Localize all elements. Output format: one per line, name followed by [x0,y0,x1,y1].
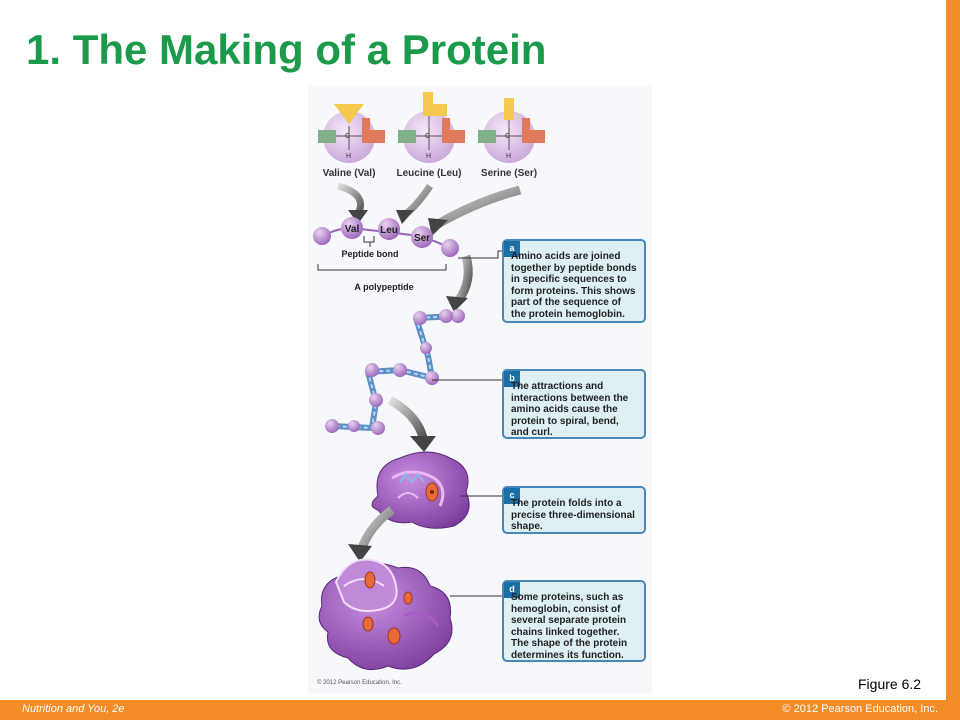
bead-val-label: Val [345,224,360,235]
figure-label: Figure 6.2 [858,676,922,692]
leucine-hydrogen-letter: H [426,153,431,160]
arrow-leucine-head [396,210,414,224]
arrow-to-quaternary-head [348,544,372,562]
quaternary-protein [318,558,453,671]
arrow-to-fold-head [410,436,436,452]
coiled-chain [325,309,465,435]
valine-hydrogen-letter: H [346,153,351,160]
bead-leu [378,218,400,240]
bead-val [341,217,363,239]
callout-a-tag: a [504,241,520,257]
serine-hydrogen-letter: H [506,153,511,160]
arrow-serine-head [428,218,448,236]
callout-b-text: The attractions and interactions between… [511,381,629,438]
polypeptide-label: A polypeptide [354,282,413,292]
serine-carboxyl-group [522,118,545,143]
protein-figure: C H Valine (Val) C H Leucine (Leu) C H [308,86,652,694]
bead-ser-label: Ser [414,233,430,244]
callout-a-text: Amino acids are joined together by pepti… [511,251,637,320]
serine-amino-group [478,130,496,143]
leucine-carboxyl-group [442,118,465,143]
leucine-label: Leucine (Leu) [396,168,461,179]
folded-protein [371,451,470,529]
valine-carboxyl-group [362,118,385,143]
polypeptide-bracket [317,264,447,271]
callout-d-tag: d [504,582,520,598]
arrow-to-fold [387,396,428,440]
arrow-serine [435,185,522,228]
callout-c-text: The protein folds into a precise three-d… [511,498,635,532]
amino-acid-leucine: C H Leucine (Leu) [396,92,465,179]
leucine-side-chain [423,92,447,116]
amino-acid-serine: C H Serine (Ser) [478,98,545,179]
callout-b: b The attractions and interactions betwe… [502,369,646,439]
arrow-leucine [403,184,433,217]
serine-side-chain [504,98,514,120]
leucine-carbon-letter: C [425,133,430,140]
bead-left-end [313,227,331,245]
figure-copyright: © 2012 Pearson Education, Inc. [317,680,402,686]
polypeptide-row: Val Leu Ser Peptide bond A polypeptide [313,217,459,292]
valine-label: Valine (Val) [323,168,376,179]
bead-ser [411,226,433,248]
valine-side-chain [334,104,364,124]
callout-b-tag: b [504,371,520,387]
callout-a: a Amino acids are joined together by pep… [502,239,646,323]
callout-connectors [432,250,502,597]
bead-leu-label: Leu [380,225,398,236]
arrow-valine-head [348,210,368,224]
footer-copyright: © 2012 Pearson Education, Inc. [782,703,938,715]
callout-d: d Some proteins, such as hemoglobin, con… [502,580,646,662]
serine-carbon-letter: C [505,133,510,140]
leucine-amino-group [398,130,416,143]
amino-acid-valine: C H Valine (Val) [318,104,385,179]
callout-c-tag: c [504,488,520,504]
serine-label: Serine (Ser) [481,168,537,179]
valine-amino-group [318,130,336,143]
right-accent-bar [946,0,960,720]
protein-diagram: C H Valine (Val) C H Leucine (Leu) C H [313,92,545,671]
arrow-to-chain [454,254,473,304]
valine-carbon-letter: C [345,133,350,140]
callout-d-text: Some proteins, such as hemoglobin, consi… [511,592,628,661]
bead-right-end [441,239,459,257]
arrow-to-quaternary [357,506,395,550]
arrow-to-chain-head [446,296,468,312]
footer-bar [0,700,960,720]
page-title: 1. The Making of a Protein [26,26,547,73]
footer-book-title: Nutrition and You, 2e [22,703,125,715]
arrow-valine [336,182,364,216]
callout-c: c The protein folds into a precise three… [502,486,646,534]
peptide-bond-label: Peptide bond [342,249,399,259]
peptide-bond-bracket [363,236,375,243]
